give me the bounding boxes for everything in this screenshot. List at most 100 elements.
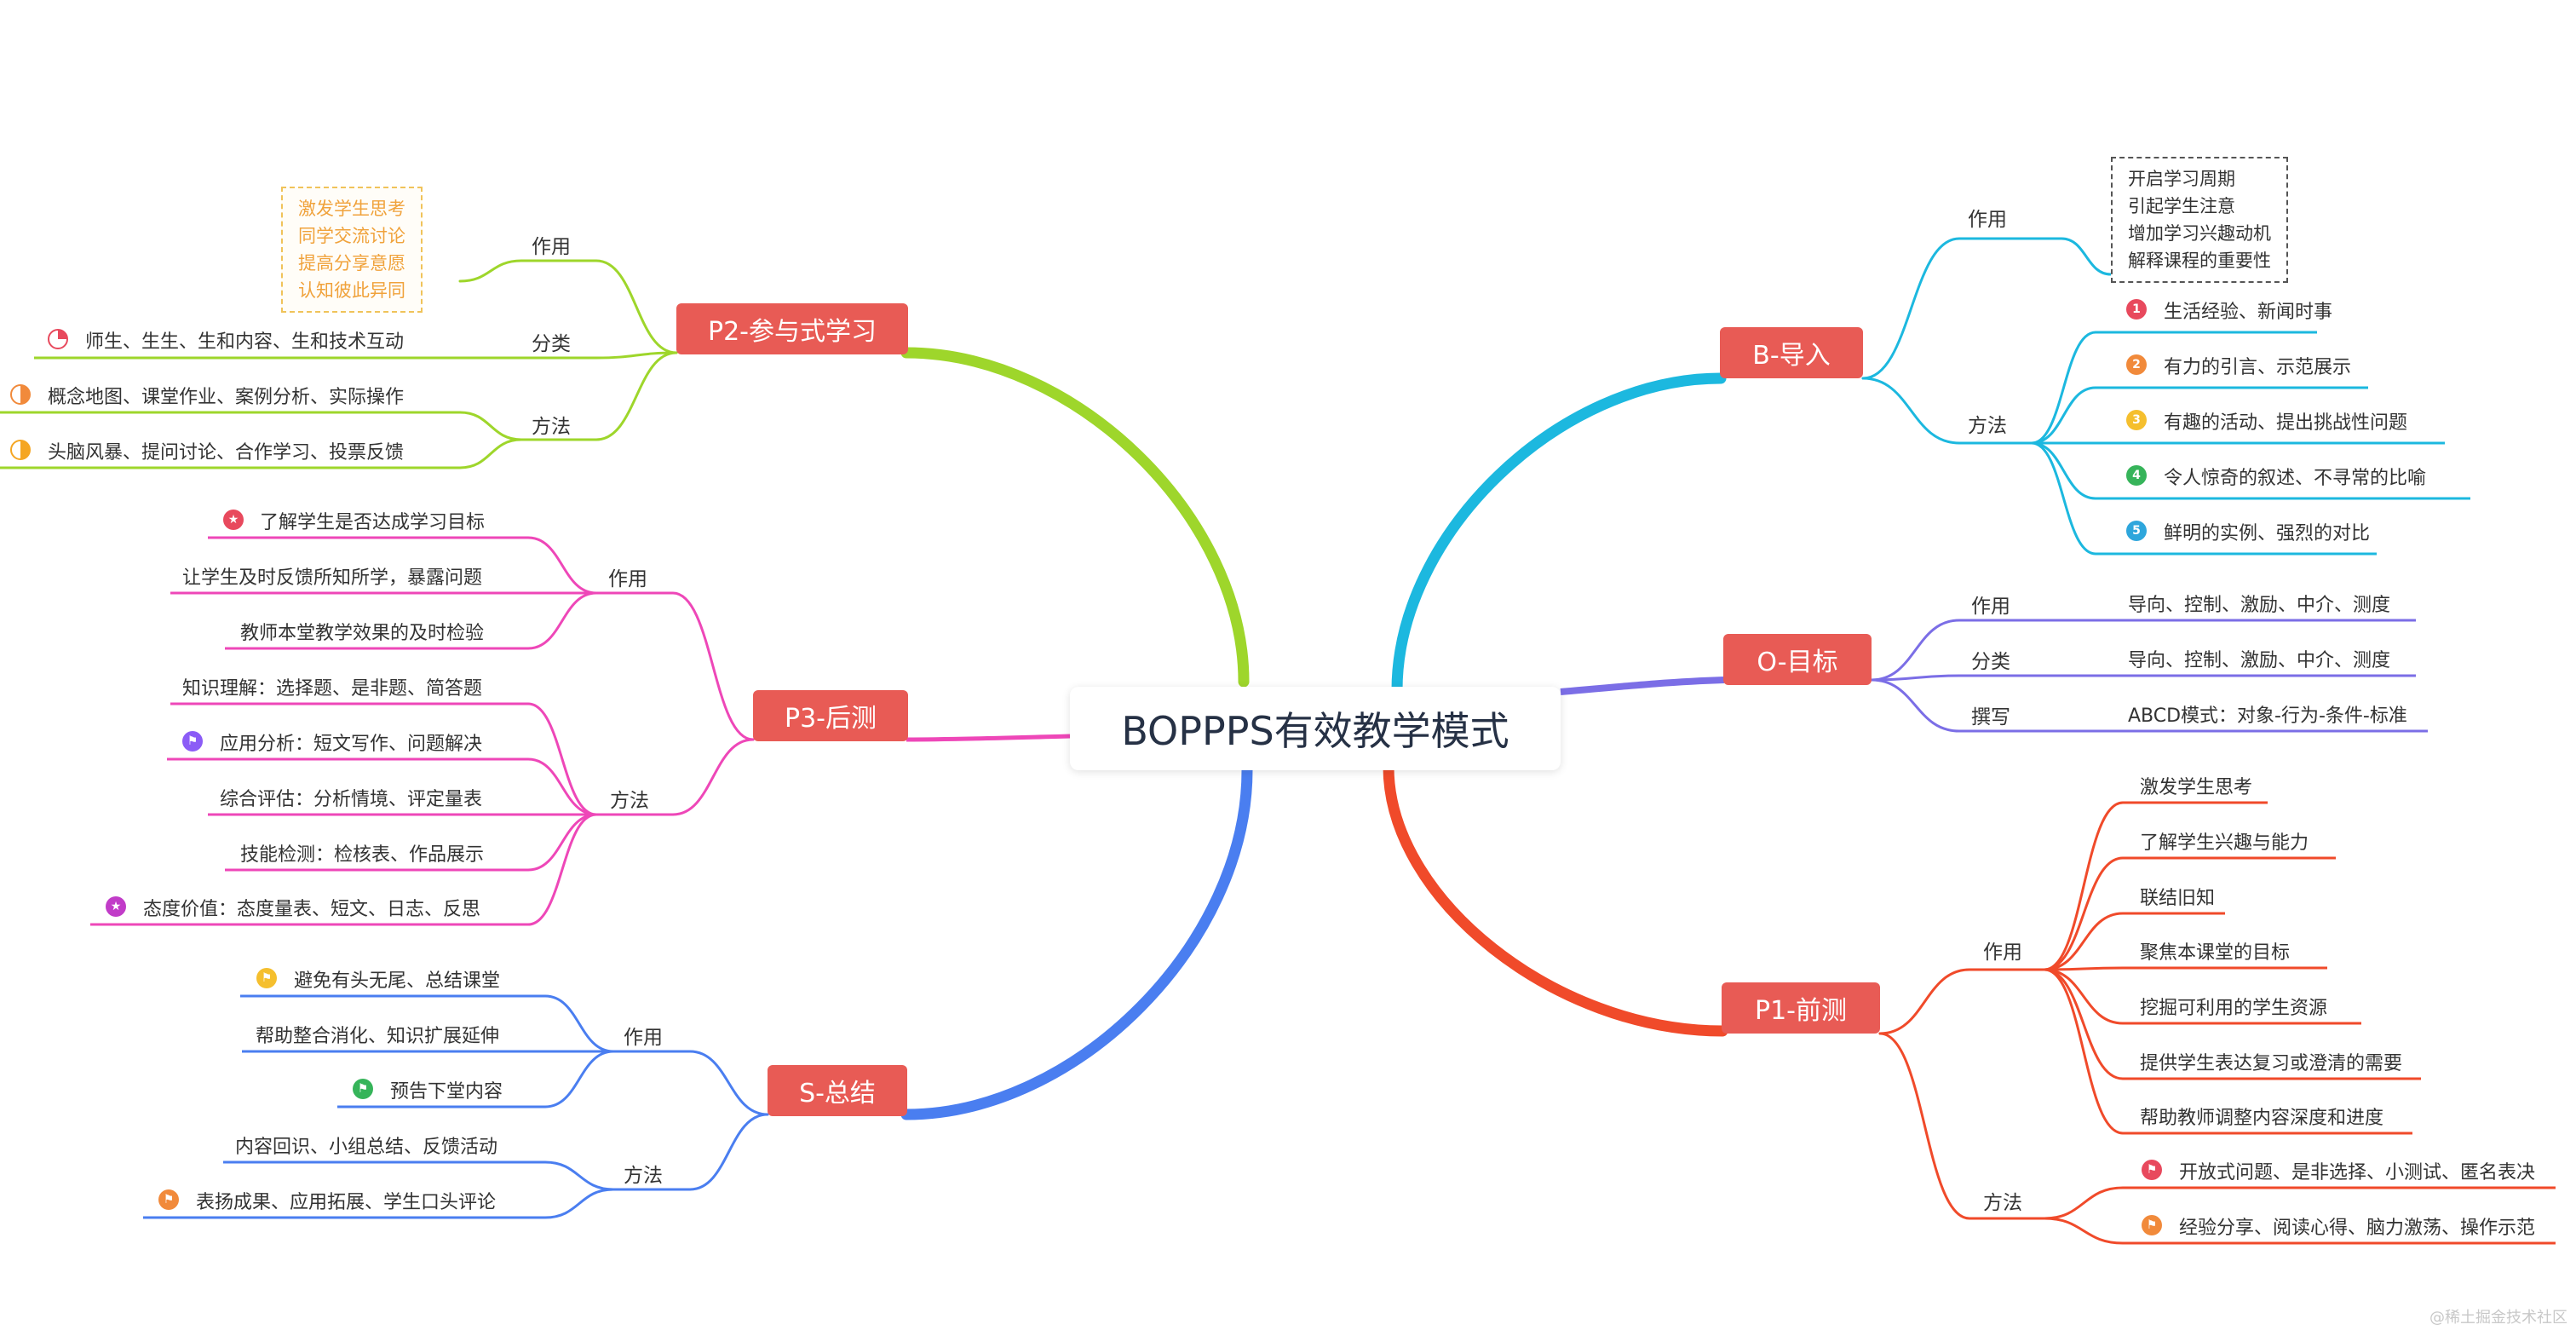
p2-method-item[interactable]: 头脑风暴、提问讨论、合作学习、投票反馈 — [48, 442, 405, 464]
p1-role-item[interactable]: 了解学生兴趣与能力 — [2140, 832, 2309, 854]
b-method-item[interactable]: 令人惊奇的叙述、不寻常的比喻 — [2164, 468, 2427, 489]
o-write-label[interactable]: 撰写 — [1971, 706, 2010, 728]
connector-line — [671, 738, 755, 816]
connector-line — [526, 813, 598, 872]
s-role-item[interactable]: 避免有头无尾、总结课堂 — [294, 970, 501, 992]
p2-role-label[interactable]: 作用 — [532, 236, 571, 258]
connector-line — [1870, 674, 1961, 682]
branch-s-summary[interactable]: S-总结 — [768, 1065, 907, 1116]
b-note-line: 开启学习周期 — [2128, 169, 2235, 189]
p1-role-item[interactable]: 挖掘可利用的学生资源 — [2140, 998, 2328, 1019]
progress-half-icon — [10, 440, 31, 460]
p3-method-label[interactable]: 方法 — [610, 790, 649, 812]
connector-line — [543, 1050, 615, 1109]
p3-method-item[interactable]: 态度价值：态度量表、短文、日志、反思 — [143, 899, 481, 920]
connector-line — [595, 259, 678, 354]
connector-line — [2043, 968, 2125, 1025]
flag-icon: ⚑ — [158, 1189, 179, 1210]
s-method-item[interactable]: 内容回识、小组总结、反馈活动 — [235, 1137, 498, 1158]
p3-method-item[interactable]: 知识理解：选择题、是非题、简答题 — [182, 678, 483, 700]
p1-role-item[interactable]: 帮助教师调整内容深度和进度 — [2140, 1108, 2384, 1129]
o-category-item[interactable]: 导向、控制、激励、中介、测度 — [2128, 650, 2391, 671]
p3-method-item[interactable]: 技能检测：检核表、作品展示 — [240, 844, 485, 866]
flag-icon: ⚑ — [256, 968, 277, 988]
connector-line — [526, 813, 598, 926]
s-role-item[interactable]: 预告下堂内容 — [390, 1081, 503, 1103]
p3-role-label[interactable]: 作用 — [608, 568, 647, 590]
connector-line — [2043, 801, 2125, 971]
connector-line — [1870, 678, 1961, 733]
connector-line — [543, 1188, 615, 1219]
connector-line — [1861, 377, 1961, 445]
connector-line — [543, 1160, 615, 1191]
o-category-label[interactable]: 分类 — [1971, 651, 2010, 673]
p2-category-item[interactable]: 师生、生生、生和内容、生和技术互动 — [85, 331, 405, 353]
p3-method-item[interactable]: 综合评估：分析情境、评定量表 — [220, 789, 483, 810]
p1-method-item[interactable]: 经验分享、阅读心得、脑力激荡、操作示范 — [2179, 1218, 2536, 1239]
b-method-item[interactable]: 有趣的活动、提出挑战性问题 — [2164, 412, 2408, 434]
b-note-line: 增加学习兴趣动机 — [2128, 223, 2271, 244]
watermark: @稀土掘金技术社区 — [2429, 1309, 2567, 1327]
trunk-p2 — [900, 347, 1250, 688]
b-method-item[interactable]: 有力的引言、示范展示 — [2164, 357, 2352, 378]
p1-method-item[interactable]: 开放式问题、是非选择、小测试、匿名表决 — [2179, 1162, 2536, 1183]
star-icon: ★ — [106, 896, 126, 917]
number-3-icon: 3 — [2126, 410, 2147, 430]
b-note-line: 引起学生注意 — [2128, 196, 2235, 216]
connector-line — [1878, 1032, 1971, 1220]
connector-line — [543, 994, 615, 1053]
b-method-item[interactable]: 鲜明的实例、强烈的对比 — [2164, 523, 2371, 544]
s-role-item[interactable]: 帮助整合消化、知识扩展延伸 — [256, 1026, 500, 1047]
b-role-label[interactable]: 作用 — [1968, 209, 2007, 231]
b-method-item[interactable]: 生活经验、新闻时事 — [2164, 302, 2333, 323]
s-method-label[interactable]: 方法 — [624, 1165, 663, 1187]
branch-o-objectives[interactable]: O-目标 — [1723, 634, 1872, 685]
p2-role-note[interactable]: 激发学生思考 同学交流讨论 提高分享意愿 认知彼此异同 — [281, 187, 423, 313]
p3-method-item[interactable]: 应用分析：短文写作、问题解决 — [220, 734, 483, 755]
p1-role-item[interactable]: 聚焦本课堂的目标 — [2140, 942, 2291, 964]
connector-line — [458, 259, 523, 283]
s-role-label[interactable]: 作用 — [624, 1027, 663, 1049]
o-write-item[interactable]: ABCD模式：对象-行为-条件-标准 — [2128, 705, 2407, 727]
connector-line — [688, 1050, 769, 1116]
p1-role-item[interactable]: 提供学生表达复习或澄清的需要 — [2140, 1053, 2403, 1074]
o-role-item[interactable]: 导向、控制、激励、中介、测度 — [2128, 595, 2391, 616]
p3-role-item[interactable]: 了解学生是否达成学习目标 — [260, 512, 486, 533]
connector-line — [526, 702, 598, 816]
central-topic[interactable]: BOPPPS有效教学模式 — [1070, 687, 1561, 770]
number-5-icon: 5 — [2126, 521, 2147, 541]
branch-p3-posttest[interactable]: P3-后测 — [753, 690, 908, 741]
number-2-icon: 2 — [2126, 354, 2147, 375]
p1-method-label[interactable]: 方法 — [1983, 1192, 2022, 1214]
connector-line — [2043, 1217, 2125, 1245]
trunk-b — [1391, 372, 1727, 696]
b-method-label[interactable]: 方法 — [1968, 415, 2007, 437]
p2-method-item[interactable]: 概念地图、课堂作业、案例分析、实际操作 — [48, 387, 405, 408]
branch-p1-pretest[interactable]: P1-前测 — [1722, 982, 1880, 1034]
p2-method-label[interactable]: 方法 — [532, 416, 571, 438]
trunk-s — [900, 764, 1253, 1120]
connector-line — [2043, 966, 2125, 971]
p1-role-item[interactable]: 激发学生思考 — [2140, 777, 2253, 798]
flag-icon: ⚑ — [2142, 1160, 2162, 1180]
p2-category-label[interactable]: 分类 — [532, 333, 571, 355]
p1-role-label[interactable]: 作用 — [1983, 942, 2022, 964]
p2-note-line: 同学交流讨论 — [298, 226, 405, 246]
p3-role-item[interactable]: 教师本堂教学效果的及时检验 — [240, 623, 485, 644]
o-role-label[interactable]: 作用 — [1971, 596, 2010, 618]
branch-p2-participatory[interactable]: P2-参与式学习 — [676, 303, 908, 354]
p1-role-item[interactable]: 联结旧知 — [2140, 888, 2216, 909]
branch-b-intro[interactable]: B-导入 — [1720, 327, 1863, 378]
connector-line — [595, 351, 678, 360]
flag-icon: ⚑ — [2142, 1215, 2162, 1235]
p3-role-item[interactable]: 让学生及时反馈所知所学，暴露问题 — [182, 567, 483, 589]
connector-line — [2030, 386, 2097, 445]
b-note-line: 解释课程的重要性 — [2128, 250, 2271, 271]
trunk-p3 — [906, 734, 1071, 742]
s-method-item[interactable]: 表扬成果、应用拓展、学生口头评论 — [196, 1192, 497, 1213]
b-role-note[interactable]: 开启学习周期 引起学生注意 增加学习兴趣动机 解释课程的重要性 — [2111, 157, 2288, 283]
connector-line — [2043, 968, 2125, 1080]
connector-line — [688, 1113, 769, 1191]
